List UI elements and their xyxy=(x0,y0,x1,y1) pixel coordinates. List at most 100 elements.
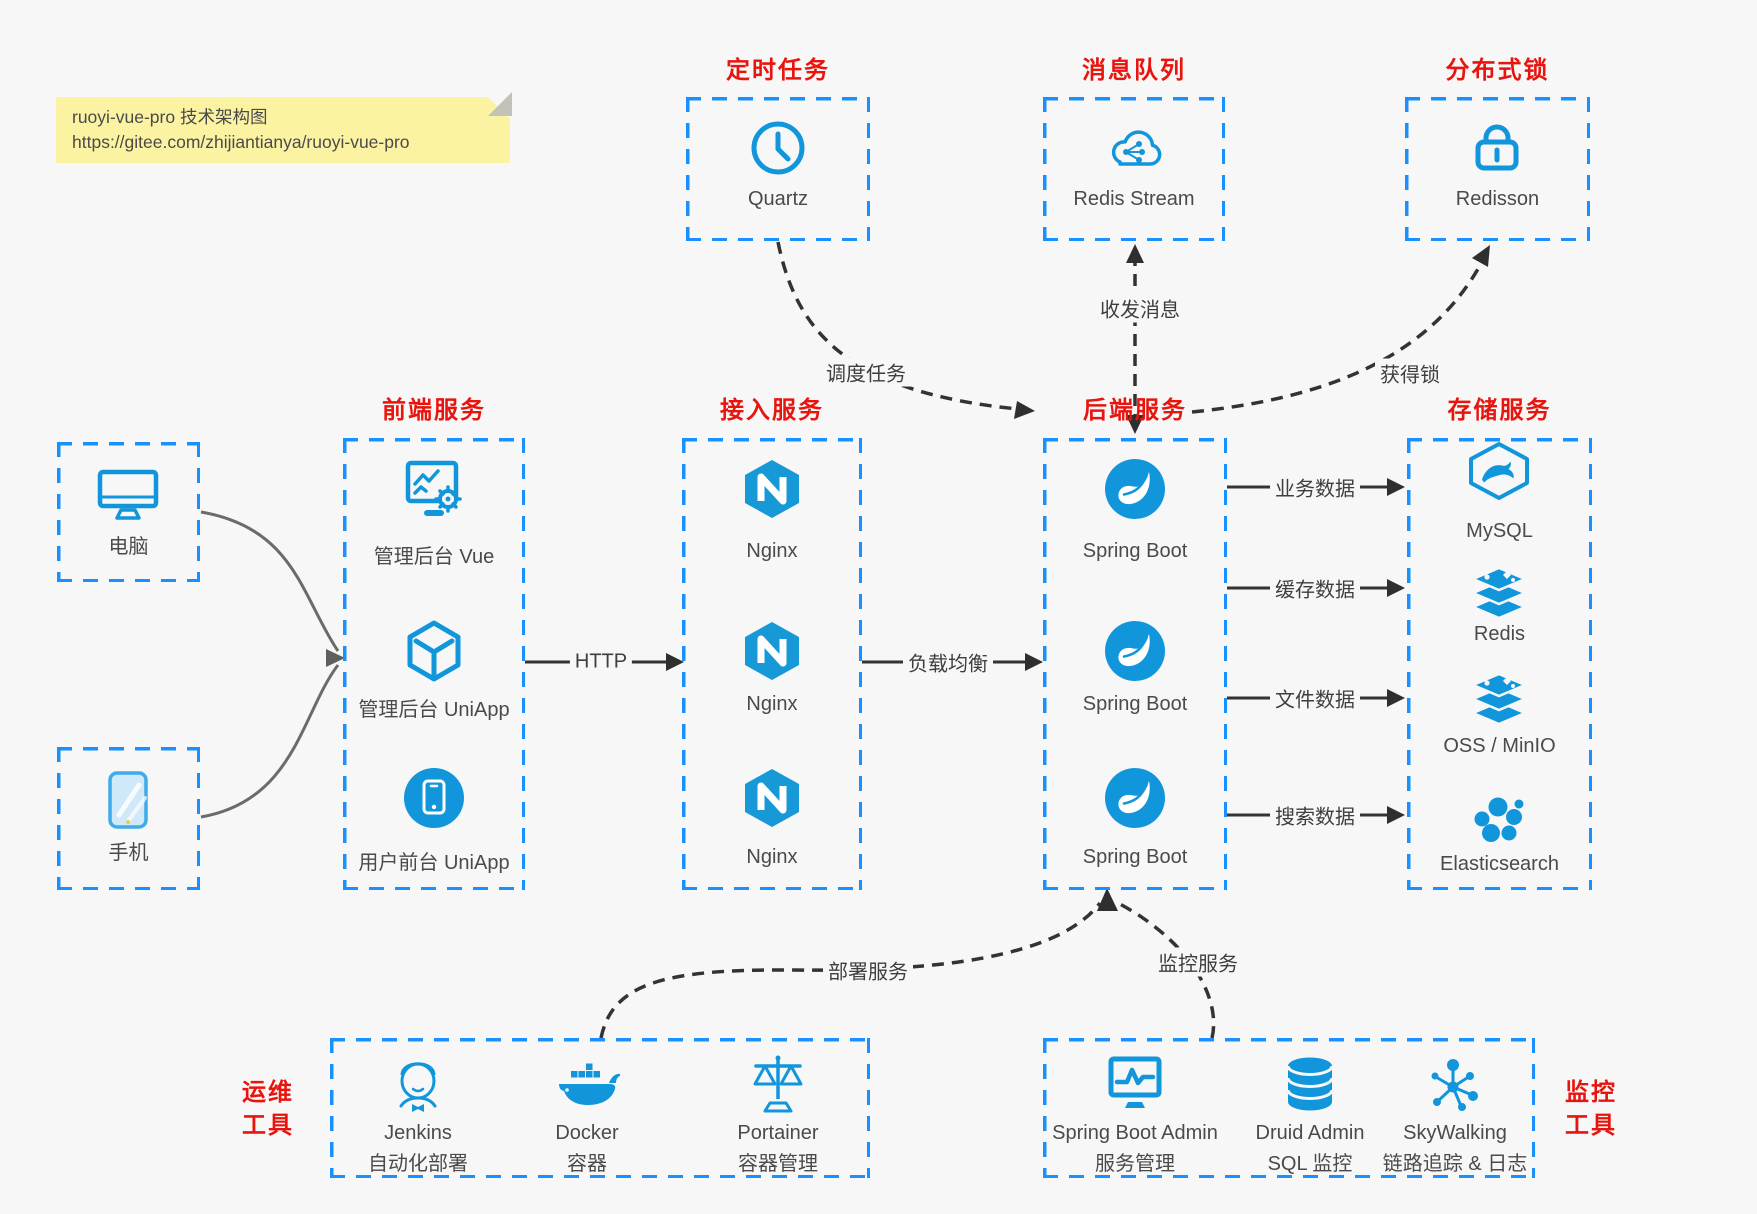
backend-item-label: Spring Boot xyxy=(1082,693,1188,715)
gateway-item-label: Nginx xyxy=(746,540,798,562)
edge-lb-arrowhead xyxy=(1025,653,1043,671)
gateway-item-label: Nginx xyxy=(746,693,798,715)
ops-tool-desc: 容器 xyxy=(567,1153,607,1175)
edge-monitor-line xyxy=(1115,900,1216,1039)
lock-icon xyxy=(1475,124,1519,171)
edge-label-business-data: 业务数据 xyxy=(1270,472,1360,502)
frontend-title: 前端服务 xyxy=(382,397,486,424)
desktop-icon xyxy=(97,469,159,520)
spring-boot-icon xyxy=(1105,621,1165,681)
distributed-lock-title: 分布式锁 xyxy=(1445,57,1550,84)
backend-item-label: Spring Boot xyxy=(1082,846,1188,868)
phone-icon xyxy=(108,771,148,829)
redis-stream-label: Redis Stream xyxy=(1073,188,1195,210)
quartz-label: Quartz xyxy=(747,188,809,210)
skywalking-icon xyxy=(1431,1059,1478,1111)
edge-schedule-line xyxy=(776,241,1019,411)
note-url: https://gitee.com/zhijiantianya/ruoyi-vu… xyxy=(72,132,410,152)
monitor-tools-title: 监控 工具 xyxy=(1548,1076,1634,1142)
edge-label-lock: 获得锁 xyxy=(1375,358,1445,388)
note-fold xyxy=(488,92,512,116)
edge-label-message: 收发消息 xyxy=(1095,293,1185,323)
storage-item-label: MySQL xyxy=(1466,520,1533,542)
edge-search-arrowhead xyxy=(1387,806,1405,824)
edge-deploy-monitor-arrowhead xyxy=(1097,888,1118,911)
backend-item-label: Spring Boot xyxy=(1082,540,1188,562)
edge-label-monitor: 监控服务 xyxy=(1153,947,1243,977)
spring-boot-icon xyxy=(1105,459,1165,519)
storage-title: 存储服务 xyxy=(1447,397,1552,424)
spring-boot-icon xyxy=(1105,768,1165,828)
ops-tool-desc: 容器管理 xyxy=(738,1153,818,1175)
storage-item-label: Redis xyxy=(1473,623,1526,645)
edge-lock-arrowhead xyxy=(1472,245,1490,267)
edge-http-arrowhead xyxy=(666,653,684,671)
sticky-note: ruoyi-vue-pro 技术架构图 https://gitee.com/zh… xyxy=(56,97,510,163)
edge-file-arrowhead xyxy=(1387,689,1405,707)
jenkins-icon xyxy=(399,1062,437,1112)
gateway-item-label: Nginx xyxy=(746,846,798,868)
mysql-icon xyxy=(1469,442,1529,500)
ops-tool-name: Docker xyxy=(555,1122,619,1144)
edge-cache-arrowhead xyxy=(1387,579,1405,597)
edge-label-http: HTTP xyxy=(569,650,633,674)
ops-tools-title-line2: 工具 xyxy=(242,1112,294,1139)
desktop-client-label: 电脑 xyxy=(108,536,149,558)
edge-label-search-data: 搜索数据 xyxy=(1270,800,1360,830)
edge-desktop-line xyxy=(200,510,340,652)
desktop-client-box xyxy=(57,442,200,582)
druid-database-icon xyxy=(1286,1057,1334,1111)
gateway-title: 接入服务 xyxy=(720,397,824,424)
edge-phone-line xyxy=(200,664,340,819)
clock-icon xyxy=(751,121,805,175)
note-title: ruoyi-vue-pro 技术架构图 xyxy=(72,107,268,127)
ops-tool-name: Jenkins xyxy=(384,1122,452,1144)
scheduled-task-title: 定时任务 xyxy=(726,57,830,84)
elasticsearch-icon xyxy=(1474,797,1524,842)
redis-stack-icon xyxy=(1469,566,1529,620)
user-uniapp-icon xyxy=(404,768,464,828)
spring-boot-admin-icon xyxy=(1108,1056,1162,1108)
ops-tool-name: Portainer xyxy=(737,1122,819,1144)
edge-message-arrowhead-up xyxy=(1126,244,1144,263)
monitor-tool-name: Druid Admin xyxy=(1255,1122,1365,1144)
monitor-tools-title-line2: 工具 xyxy=(1565,1112,1617,1139)
quartz-box xyxy=(686,97,870,241)
monitor-tool-name: Spring Boot Admin xyxy=(1052,1122,1218,1144)
monitor-tool-name: SkyWalking xyxy=(1403,1122,1507,1144)
nginx-icon xyxy=(745,622,799,680)
redis-stream-box xyxy=(1043,97,1225,241)
portainer-icon xyxy=(753,1055,803,1113)
frontend-item-label: 管理后台 UniApp xyxy=(358,699,510,721)
monitor-tool-desc: 服务管理 xyxy=(1095,1153,1175,1175)
edge-business-arrowhead xyxy=(1387,478,1405,496)
edge-client-arrowhead xyxy=(326,649,345,667)
redisson-label: Redisson xyxy=(1455,188,1540,210)
monitor-tool-desc: SQL 监控 xyxy=(1267,1153,1353,1175)
edge-message-arrowhead-down xyxy=(1126,415,1144,434)
docker-icon xyxy=(559,1063,620,1105)
edge-deploy-line xyxy=(599,901,1102,1039)
monitor-tool-desc: 链路追踪 & 日志 xyxy=(1382,1153,1528,1175)
message-queue-title: 消息队列 xyxy=(1082,57,1186,84)
edge-label-file-data: 文件数据 xyxy=(1270,683,1360,713)
cloud-share-icon xyxy=(1111,130,1162,166)
edge-label-schedule: 调度任务 xyxy=(821,357,911,387)
nginx-icon xyxy=(745,460,799,518)
edge-schedule-arrowhead xyxy=(1014,401,1035,419)
uniapp-cube-icon xyxy=(407,620,461,682)
nginx-icon xyxy=(745,769,799,827)
ops-tool-desc: 自动化部署 xyxy=(368,1153,468,1175)
oss-minio-stack-icon xyxy=(1469,672,1529,726)
storage-item-label: Elasticsearch xyxy=(1440,853,1559,875)
storage-item-label: OSS / MinIO xyxy=(1443,735,1556,757)
monitor-tools-title-line1: 监控 xyxy=(1565,1079,1617,1106)
frontend-item-label: 管理后台 Vue xyxy=(373,546,495,568)
ops-tools-title: 运维 工具 xyxy=(225,1076,311,1142)
edge-lock-line xyxy=(1191,257,1486,414)
edge-label-cache-data: 缓存数据 xyxy=(1270,573,1360,603)
frontend-item-label: 用户前台 UniApp xyxy=(358,852,510,874)
admin-vue-icon xyxy=(405,460,462,516)
edge-label-deploy: 部署服务 xyxy=(823,955,913,985)
phone-client-label: 手机 xyxy=(108,842,149,864)
